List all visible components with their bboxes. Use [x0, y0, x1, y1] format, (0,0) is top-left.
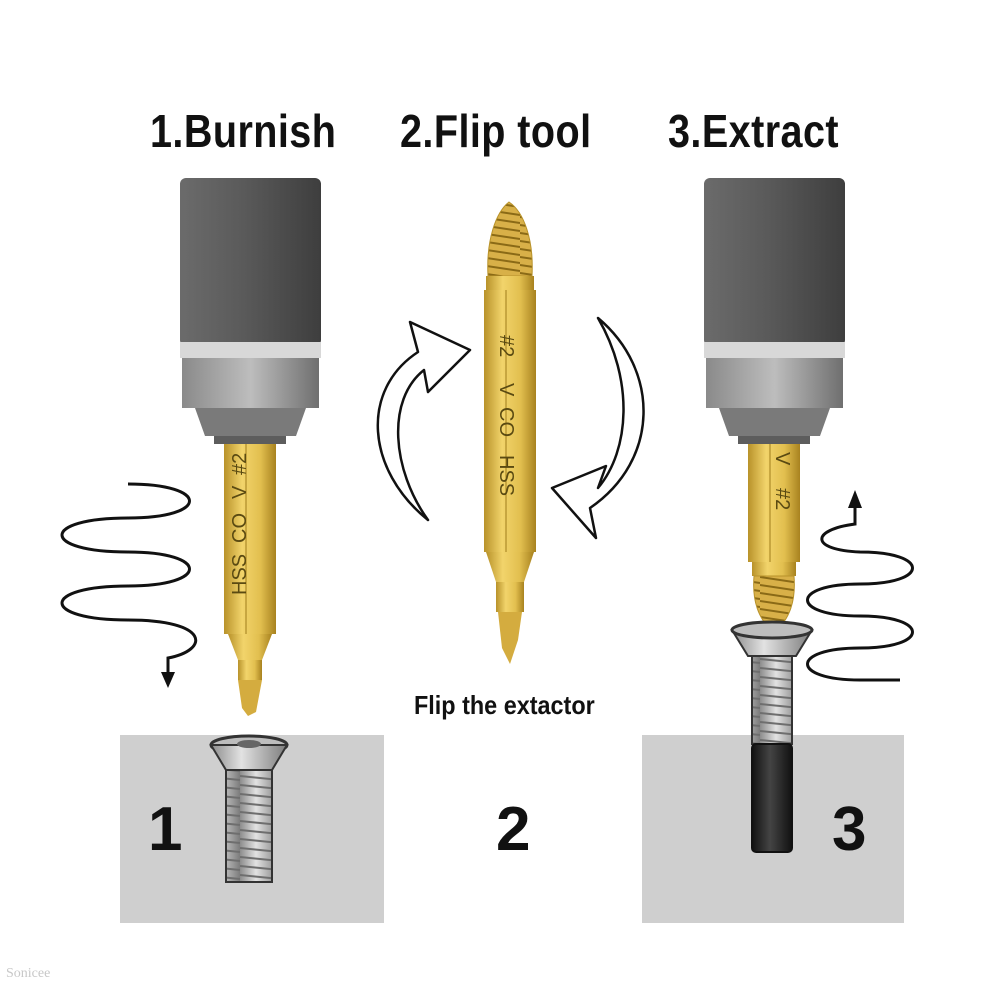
- screw-1: [209, 734, 289, 883]
- flipped-bit-marking-hss: HSS: [495, 455, 517, 496]
- panel-3: V #2 3: [642, 178, 914, 923]
- panel-2: #2 V CO HSS 2: [376, 201, 645, 864]
- panel-3-number: 3: [832, 795, 866, 864]
- panel-2-number: 2: [496, 795, 530, 864]
- flipped-bit-marking-co: CO: [495, 407, 517, 437]
- bit-marking-hss: HSS: [229, 554, 251, 595]
- bit-marking-size: #2: [229, 453, 251, 475]
- extractor-bit-flipped: #2 V CO HSS: [484, 201, 536, 664]
- drill-1: [180, 178, 321, 444]
- flip-arrow-left: [376, 320, 472, 522]
- bit-marking-v: V: [229, 485, 251, 499]
- step-3-title: 3.Extract: [668, 105, 840, 157]
- flip-arrow-right: [550, 316, 645, 540]
- flip-caption: Flip the extactor: [414, 690, 595, 720]
- rotation-wave-arrow-up: [806, 500, 914, 682]
- screw-3: [730, 620, 814, 853]
- watermark: Sonicee: [6, 966, 51, 981]
- drill-3: [704, 178, 845, 444]
- bit3-marking-size: #2: [771, 488, 793, 510]
- extractor-bit-3: V #2: [748, 444, 800, 633]
- bit-marking-co: CO: [229, 513, 251, 543]
- step-2-title: 2.Flip tool: [400, 105, 592, 157]
- panel-1-number: 1: [148, 795, 182, 864]
- flipped-bit-marking-size: #2: [495, 335, 517, 357]
- panel-1: HSS CO V #2 1: [60, 178, 384, 923]
- extractor-bit-1: HSS CO V #2: [224, 444, 276, 716]
- bit3-marking-v: V: [771, 452, 793, 466]
- step-1-title: 1.Burnish: [150, 105, 337, 157]
- flipped-bit-marking-v: V: [495, 383, 517, 397]
- rotation-wave-arrow-down: [60, 482, 198, 682]
